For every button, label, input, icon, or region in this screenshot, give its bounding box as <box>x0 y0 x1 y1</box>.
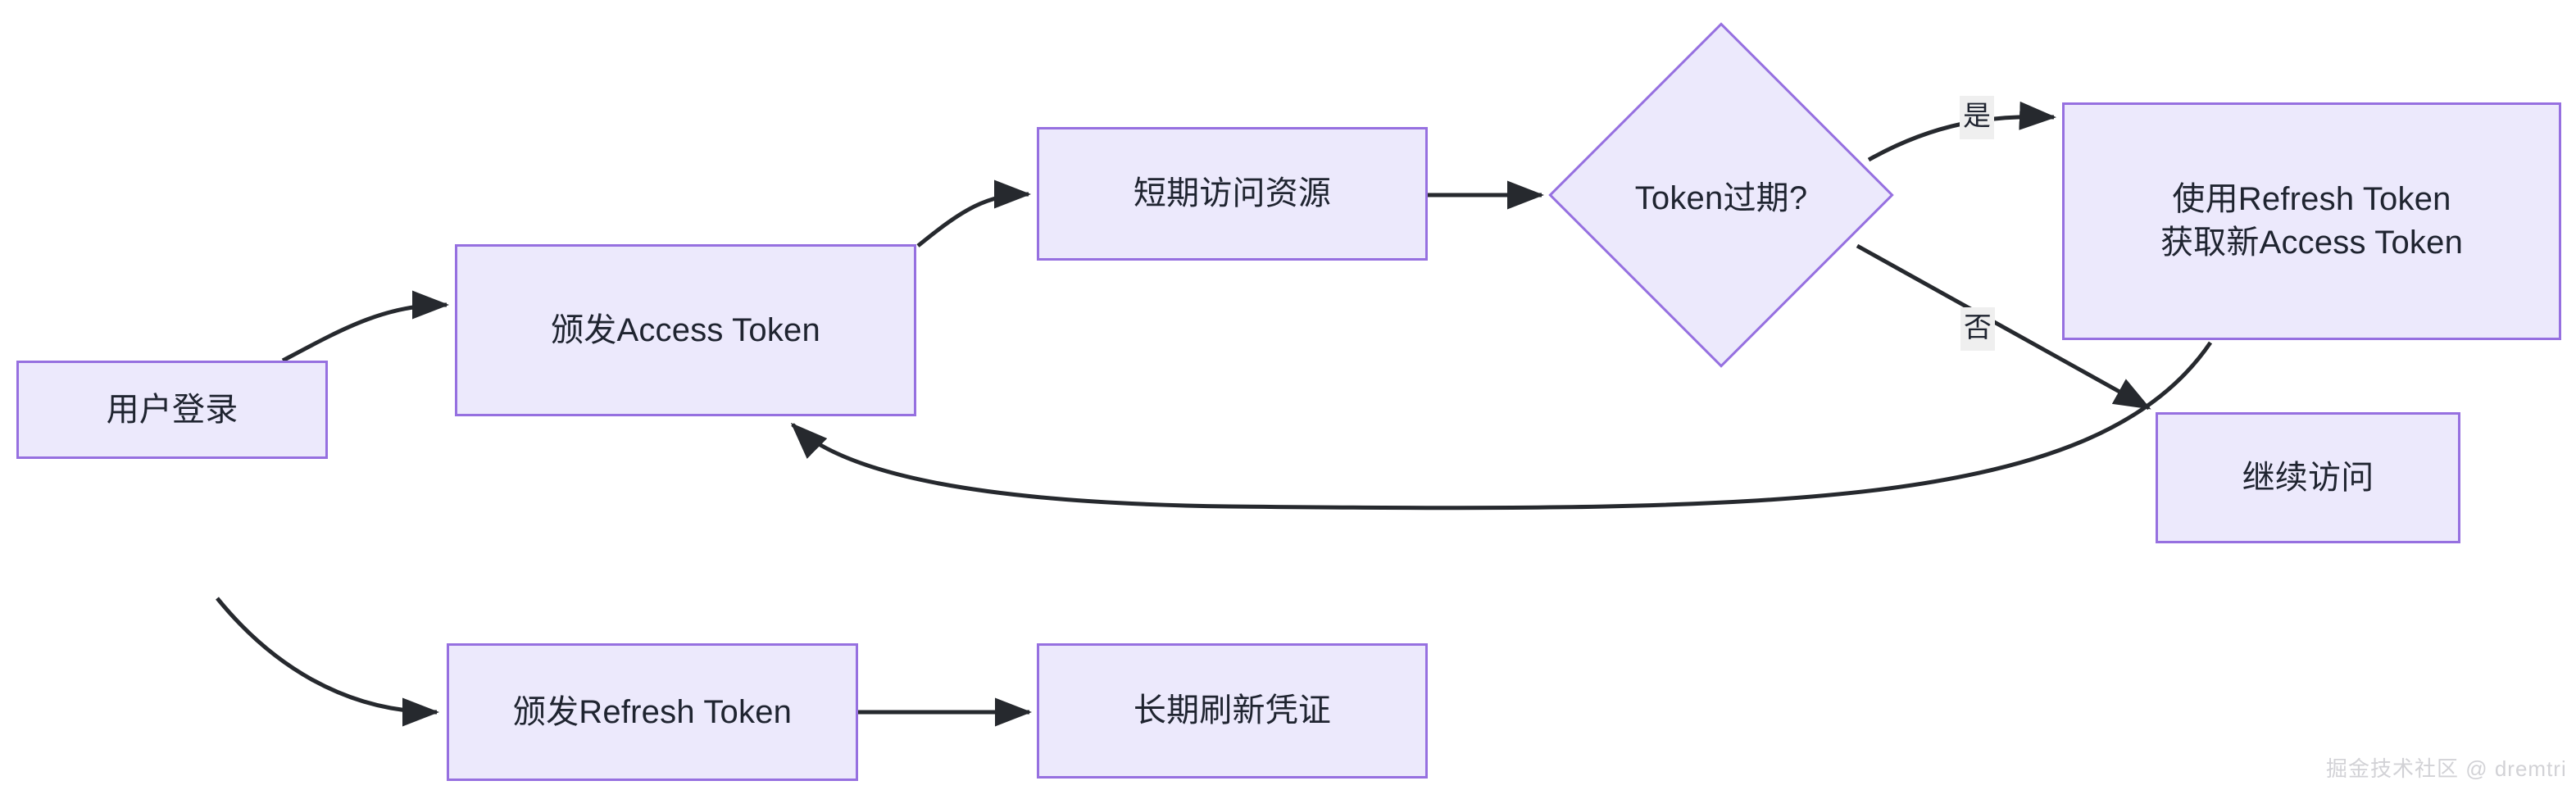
node-short-term-access[interactable]: 短期访问资源 <box>1037 127 1428 261</box>
node-long-term-credential[interactable]: 长期刷新凭证 <box>1037 643 1428 779</box>
edge-use-refresh-to-issue-access <box>790 341 2213 511</box>
node-login-label: 用户登录 <box>106 391 239 428</box>
node-use-refresh-token[interactable]: 使用Refresh Token 获取新Access Token <box>2062 102 2561 340</box>
edge-login-to-issue-access <box>281 290 450 363</box>
node-token-expired-decision[interactable]: Token过期? <box>1548 22 1894 368</box>
edge-label-no: 否 <box>1960 307 1995 352</box>
node-issue-refresh-token-label: 颁发Refresh Token <box>512 693 793 730</box>
node-token-expired-decision-label: Token过期? <box>1634 180 1808 216</box>
node-issue-access-token-label: 颁发Access Token <box>551 311 820 348</box>
node-continue-access-label: 继续访问 <box>2242 459 2374 496</box>
edge-token-expire-to-continue <box>1856 243 2151 411</box>
edge-label-yes: 是 <box>1960 96 1994 140</box>
edge-login-to-issue-refresh <box>216 597 440 727</box>
node-issue-refresh-token[interactable]: 颁发Refresh Token <box>447 643 858 781</box>
watermark: 掘金技术社区 @ dremtri <box>2326 756 2567 781</box>
node-continue-access[interactable]: 继续访问 <box>2156 412 2460 543</box>
node-login[interactable]: 用户登录 <box>16 361 328 459</box>
node-use-refresh-token-label: 使用Refresh Token 获取新Access Token <box>2160 181 2464 261</box>
node-issue-access-token[interactable]: 颁发Access Token <box>455 244 916 416</box>
edge-issue-access-to-short-access <box>916 179 1032 247</box>
node-long-term-credential-label: 长期刷新凭证 <box>1133 692 1332 729</box>
node-short-term-access-label: 短期访问资源 <box>1133 175 1332 212</box>
